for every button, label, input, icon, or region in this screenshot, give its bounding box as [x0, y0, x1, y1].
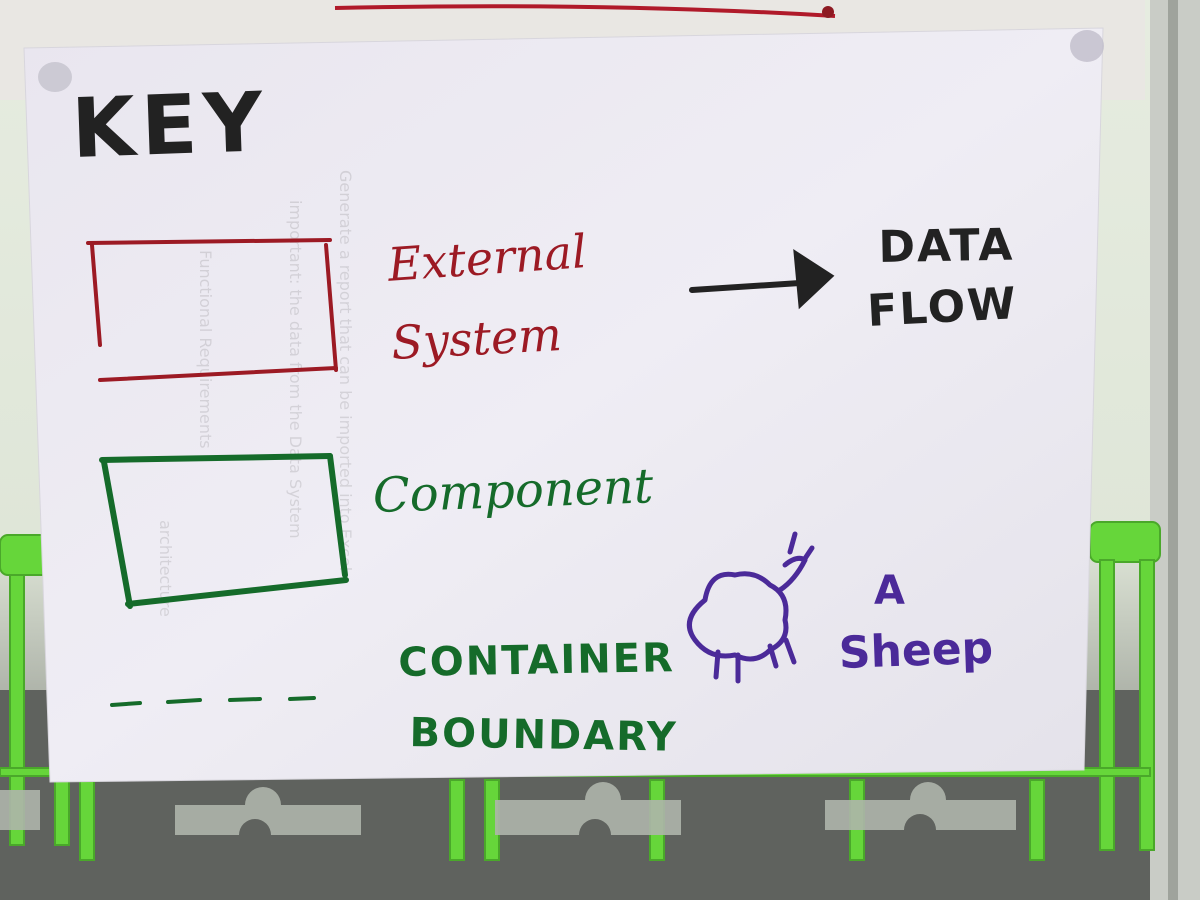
external-system-label-line2: System [390, 307, 564, 370]
component-label: Component [372, 458, 655, 524]
sheep-label-line2: Sheep [838, 622, 994, 679]
pushpin-icon [38, 62, 72, 92]
svg-text:Functional Requirements: Functional Requirements [196, 250, 215, 449]
container-boundary-label-line2: BOUNDARY [409, 710, 679, 761]
svg-text:Generate a report that can be: Generate a report that can be imported i… [336, 170, 355, 571]
data-flow-label-line2: FLOW [866, 278, 1019, 337]
glass-decals [0, 782, 1016, 835]
key-title: KEY [70, 75, 271, 177]
sheep-label-line1: A [874, 568, 907, 614]
svg-text:important: the data from the D: important: the data from the Data System [286, 200, 305, 539]
svg-text:architecture: architecture [156, 520, 175, 617]
data-flow-label-line1: DATA [878, 219, 1015, 273]
container-boundary-label-line1: CONTAINER [398, 635, 676, 686]
pushpin-icon [1070, 30, 1104, 62]
